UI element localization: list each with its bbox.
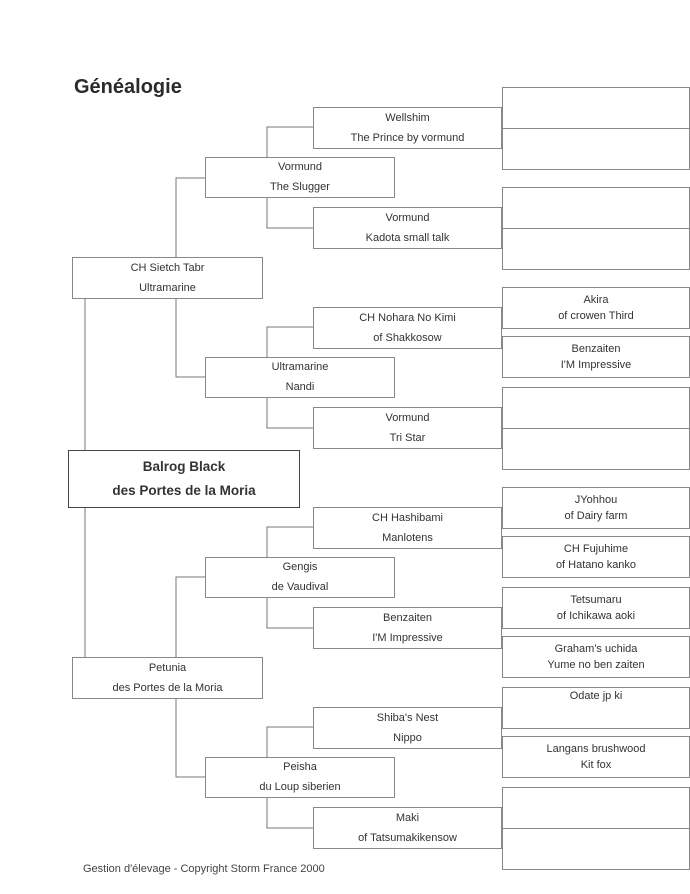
gen3-box: CH Nohara No Kimi of Shakkosow [313, 307, 502, 349]
gen4-name: CH Fujuhime [563, 542, 629, 555]
gen4-box: CH Fujuhime of Hatano kanko [502, 536, 690, 578]
gen3-box: Benzaiten I'M Impressive [313, 607, 502, 649]
gen3-name: Maki [395, 811, 420, 824]
gen3-box: Vormund Kadota small talk [313, 207, 502, 249]
gen3-name: CH Nohara No Kimi [359, 311, 456, 324]
gen4-box [502, 787, 690, 829]
gen4-name: Odate jp ki [569, 690, 623, 702]
gen2-kennel: du Loup siberien [259, 780, 341, 793]
gen4-box: Akira of crowen Third [502, 287, 690, 329]
sire-box: CH Sietch Tabr Ultramarine [72, 257, 263, 299]
gen3-kennel: of Shakkosow [373, 331, 442, 344]
gen2-kennel: Nandi [285, 380, 315, 393]
page-title: Généalogie [74, 76, 182, 98]
subject-name: Balrog Black [142, 459, 226, 474]
gen3-box: Wellshim The Prince by vormund [313, 107, 502, 149]
gen4-name: Benzaiten [571, 342, 621, 355]
gen4-box [502, 187, 690, 229]
gen4-name: Tetsumaru [570, 593, 622, 606]
gen3-kennel: The Prince by vormund [350, 131, 465, 144]
gen4-box [502, 428, 690, 470]
gen4-box: JYohhou of Dairy farm [502, 487, 690, 529]
gen4-kennel: of crowen Third [558, 309, 634, 322]
gen2-name: Vormund [277, 161, 323, 174]
gen4-box: Tetsumaru of Ichikawa aoki [502, 587, 690, 629]
gen4-kennel: of Hatano kanko [555, 558, 637, 571]
gen4-kennel: Yume no ben zaiten [547, 658, 645, 671]
gen3-name: Shiba's Nest [376, 711, 439, 724]
dam-name: Petunia [148, 661, 187, 674]
gen3-kennel: I'M Impressive [372, 631, 443, 644]
gen3-kennel: Nippo [393, 731, 422, 744]
subject-kennel: des Portes de la Moria [112, 483, 256, 498]
gen4-box: Odate jp ki [502, 687, 690, 729]
gen2-box: Ultramarine Nandi [205, 357, 395, 398]
gen3-name: Vormund [385, 411, 430, 424]
gen2-box: Vormund The Slugger [205, 157, 395, 198]
gen4-kennel: of Ichikawa aoki [556, 609, 636, 622]
dam-box: Petunia des Portes de la Moria [72, 657, 263, 699]
gen2-kennel: de Vaudival [271, 580, 329, 593]
gen4-name: Akira [583, 293, 609, 306]
dam-kennel: des Portes de la Moria [112, 681, 223, 694]
gen4-box [502, 387, 690, 429]
gen2-name: Ultramarine [271, 361, 329, 374]
gen2-kennel: The Slugger [270, 180, 330, 193]
gen3-name: Wellshim [385, 111, 430, 124]
gen4-box [502, 128, 690, 170]
gen4-name: JYohhou [574, 493, 618, 506]
gen3-kennel: Manlotens [382, 531, 433, 544]
gen4-name: Graham's uchida [554, 642, 638, 655]
gen4-box [502, 228, 690, 270]
gen4-kennel: I'M Impressive [560, 358, 632, 371]
gen4-kennel: Kit fox [580, 758, 612, 771]
gen3-box: CH Hashibami Manlotens [313, 507, 502, 549]
gen4-name: Langans brushwood [546, 742, 646, 755]
copyright-footer: Gestion d'élevage - Copyright Storm Fran… [83, 863, 325, 875]
gen3-box: Shiba's Nest Nippo [313, 707, 502, 749]
gen3-kennel: Tri Star [389, 431, 426, 444]
gen3-box: Vormund Tri Star [313, 407, 502, 449]
gen4-box [502, 828, 690, 870]
gen3-name: CH Hashibami [372, 511, 443, 524]
gen3-name: Benzaiten [383, 611, 432, 624]
sire-name: CH Sietch Tabr [130, 261, 205, 274]
gen2-name: Gengis [282, 561, 318, 574]
gen4-kennel: of Dairy farm [564, 509, 628, 522]
gen3-name: Vormund [385, 211, 430, 224]
sire-kennel: Ultramarine [139, 281, 196, 294]
gen3-kennel: Kadota small talk [365, 231, 450, 244]
gen2-name: Peisha [283, 761, 317, 774]
gen4-box [502, 87, 690, 129]
gen2-box: Gengis de Vaudival [205, 557, 395, 598]
gen2-box: Peisha du Loup siberien [205, 757, 395, 798]
gen3-box: Maki of Tatsumakikensow [313, 807, 502, 849]
gen3-kennel: of Tatsumakikensow [358, 831, 457, 844]
subject-dog: Balrog Black des Portes de la Moria [68, 450, 300, 508]
